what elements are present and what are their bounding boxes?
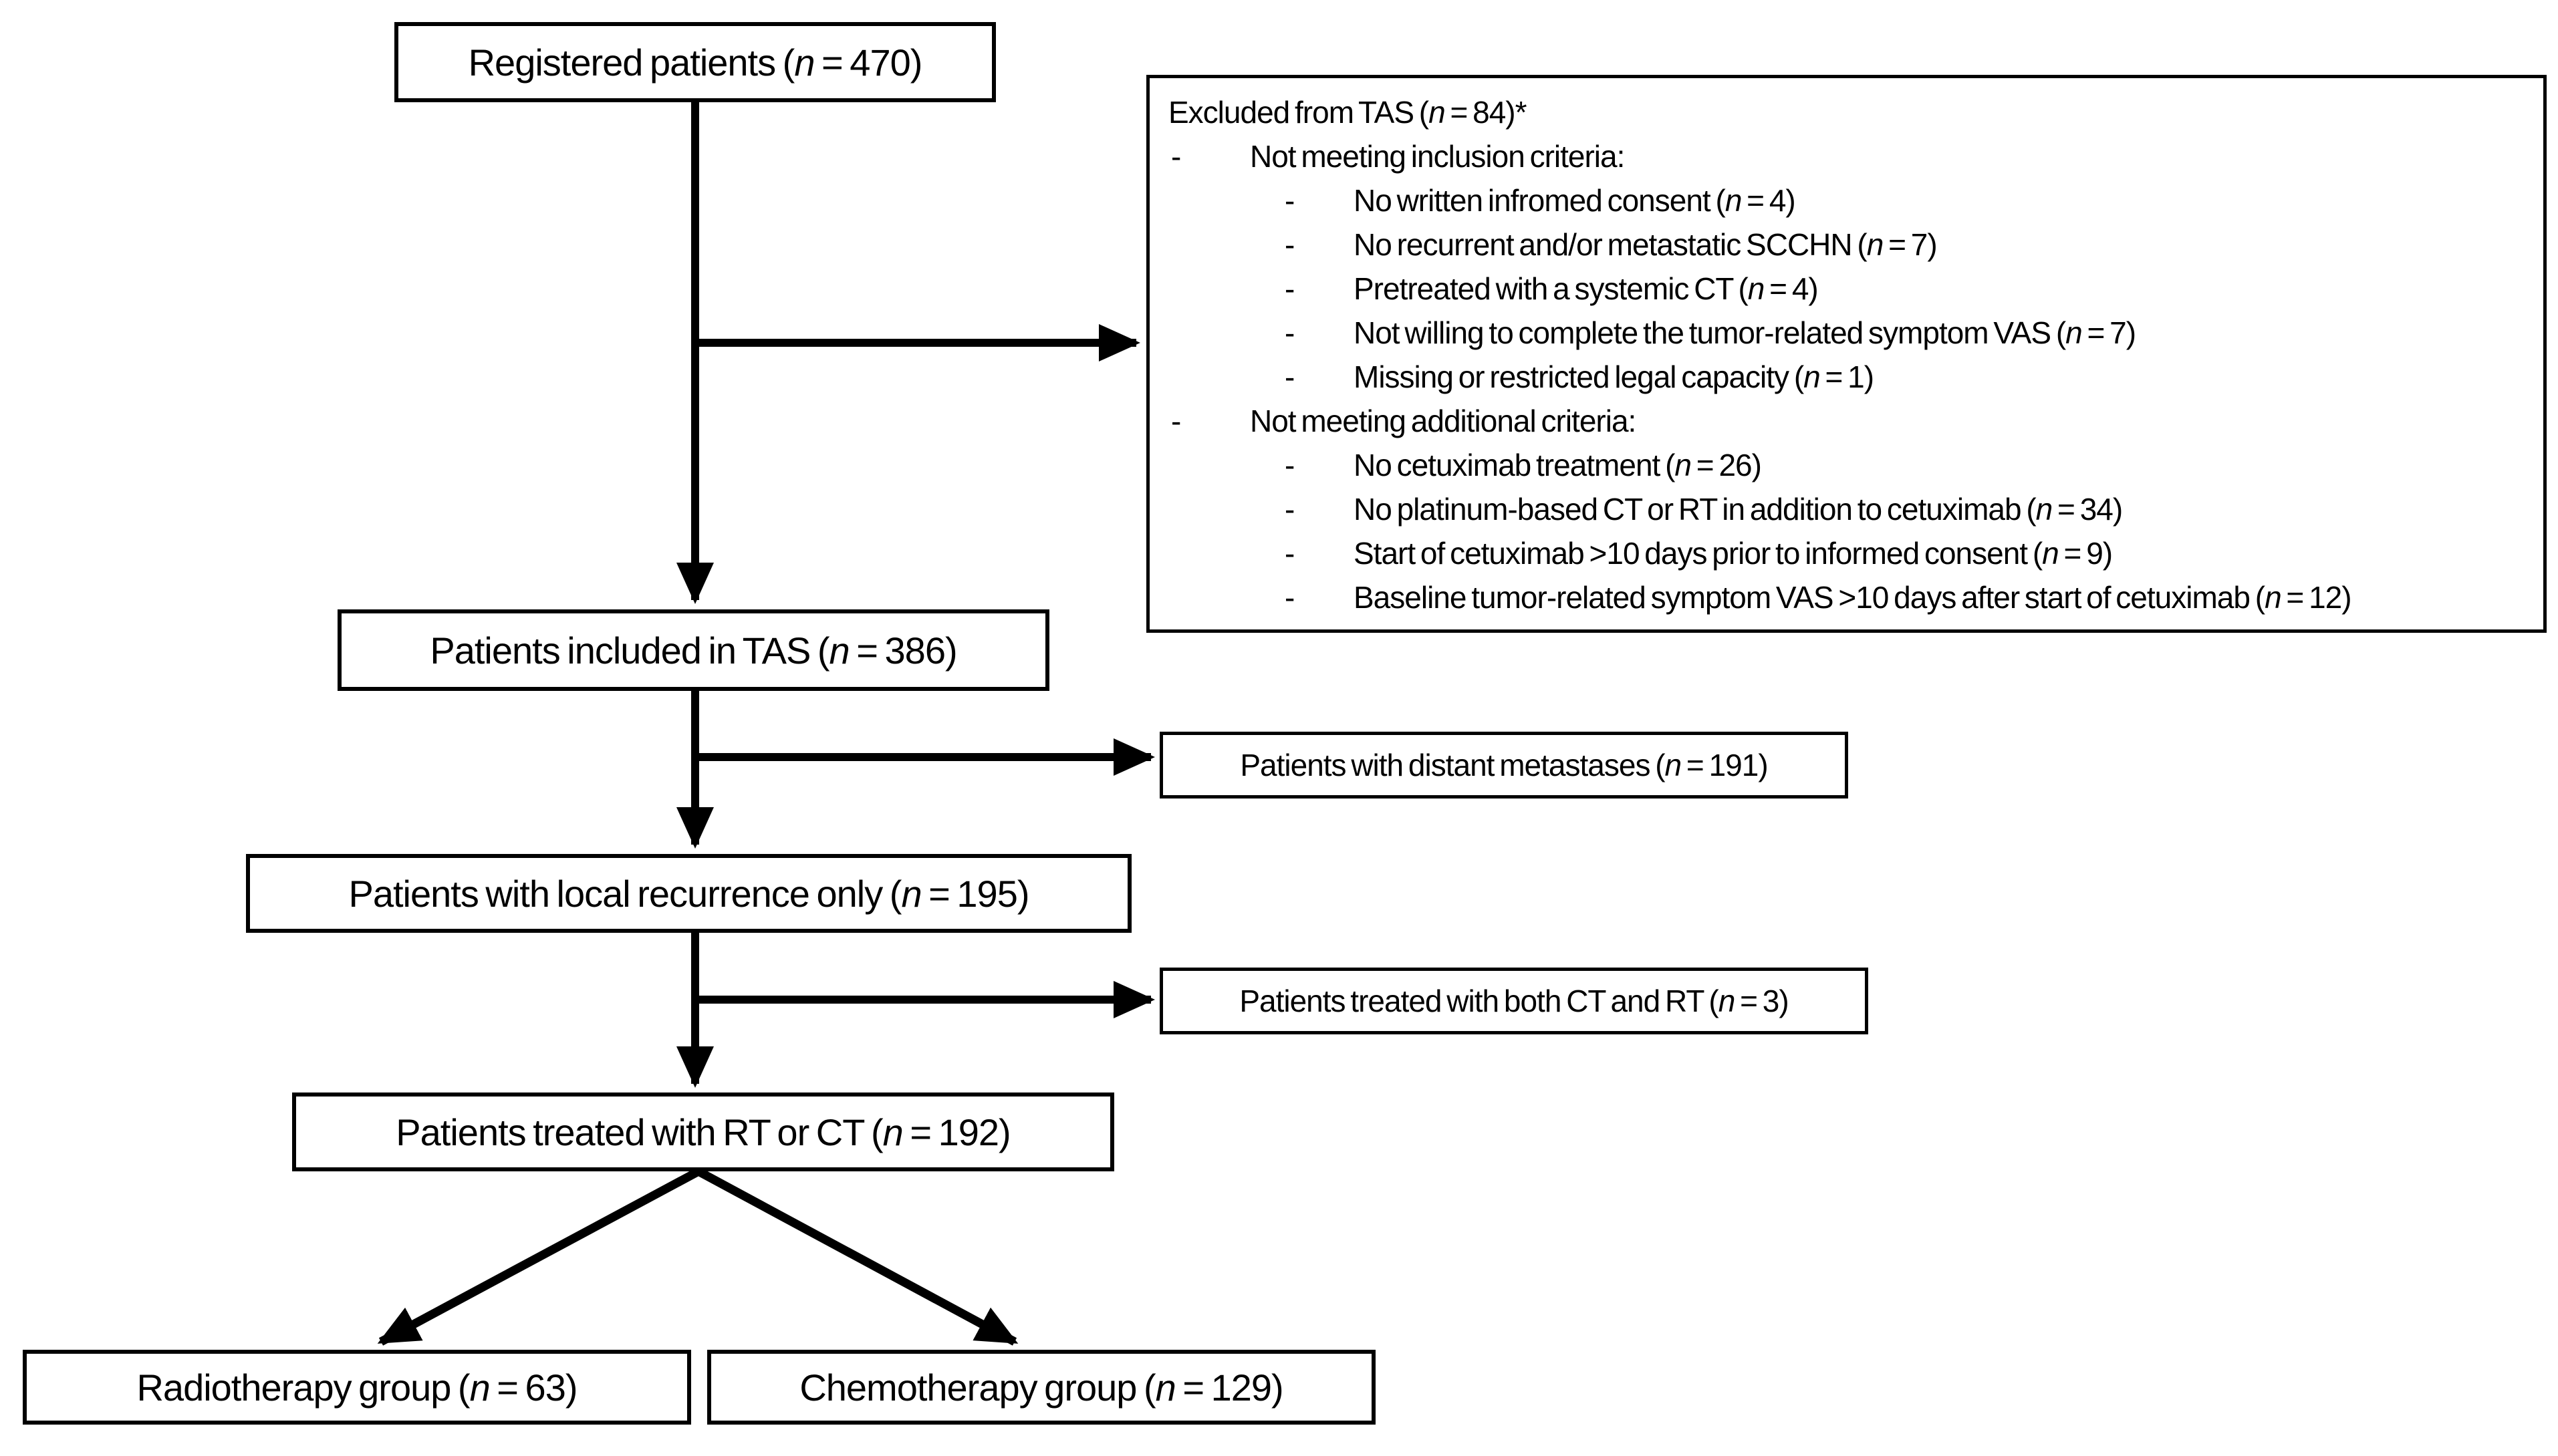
excluded-item: -No written infromed consent (n = 4) xyxy=(1150,178,2530,223)
chemotherapy-group-label: Chemotherapy group (n = 129) xyxy=(799,1366,1283,1409)
n-italic: n xyxy=(469,1366,491,1409)
excluded-item: -Not willing to complete the tumor-relat… xyxy=(1150,311,2530,355)
n-italic: n xyxy=(882,1111,904,1153)
list-dash: - xyxy=(1285,536,1295,571)
box-local-recurrence: Patients with local recurrence only (n =… xyxy=(246,854,1132,933)
excluded-item: -Not meeting inclusion criteria: xyxy=(1150,134,2530,178)
local-recurrence-label: Patients with local recurrence only (n =… xyxy=(348,872,1029,915)
n-italic: n xyxy=(1155,1366,1176,1409)
arrow-treated-to-radiotherapy xyxy=(377,1167,701,1346)
excluded-item: -Baseline tumor-related symptom VAS >10 … xyxy=(1150,575,2530,619)
list-dash: - xyxy=(1285,227,1295,262)
arrow-treated-to-chemotherapy xyxy=(696,1167,1019,1346)
box-both-ct-rt: Patients treated with both CT and RT (n … xyxy=(1160,968,1868,1034)
box-distant-metastases: Patients with distant metastases (n = 19… xyxy=(1160,732,1848,798)
list-dash: - xyxy=(1285,448,1295,482)
list-dash: - xyxy=(1171,404,1181,438)
list-dash: - xyxy=(1285,580,1295,615)
list-dash: - xyxy=(1285,315,1295,350)
n-italic: n xyxy=(1428,95,1446,130)
treated-rt-ct-label: Patients treated with RT or CT (n = 192) xyxy=(396,1111,1011,1153)
distant-metastases-label: Patients with distant metastases (n = 19… xyxy=(1240,748,1768,782)
list-dash: - xyxy=(1285,359,1295,394)
list-dash: - xyxy=(1285,271,1295,306)
excluded-title: Excluded from TAS (n = 84)* xyxy=(1168,95,1527,130)
excluded-item: -Start of cetuximab >10 days prior to in… xyxy=(1150,531,2530,575)
box-chemotherapy-group: Chemotherapy group (n = 129) xyxy=(707,1350,1376,1425)
registered-patients-label: Registered patients (n = 470) xyxy=(468,41,923,84)
n-italic: n xyxy=(794,41,815,84)
excluded-item: -No platinum-based CT or RT in addition … xyxy=(1150,487,2530,531)
excluded-item: -Not meeting additional criteria: xyxy=(1150,399,2530,443)
box-registered-patients: Registered patients (n = 470) xyxy=(394,22,996,102)
n-italic: n xyxy=(829,629,850,672)
box-included-tas: Patients included in TAS (n = 386) xyxy=(338,609,1049,691)
both-ct-rt-label: Patients treated with both CT and RT (n … xyxy=(1239,984,1789,1018)
excluded-item: -Pretreated with a systemic CT (n = 4) xyxy=(1150,267,2530,311)
excluded-item: -No recurrent and/or metastatic SCCHN (n… xyxy=(1150,223,2530,267)
box-treated-rt-ct: Patients treated with RT or CT (n = 192) xyxy=(292,1093,1114,1171)
box-radiotherapy-group: Radiotherapy group (n = 63) xyxy=(23,1350,691,1425)
excluded-item: -No cetuximab treatment (n = 26) xyxy=(1150,443,2530,487)
list-dash: - xyxy=(1285,183,1295,218)
n-italic: n xyxy=(901,872,922,915)
list-dash: - xyxy=(1171,139,1181,174)
included-tas-label: Patients included in TAS (n = 386) xyxy=(430,629,957,672)
box-excluded: Excluded from TAS (n = 84)* -Not meeting… xyxy=(1146,75,2547,633)
list-dash: - xyxy=(1285,492,1295,527)
radiotherapy-group-label: Radiotherapy group (n = 63) xyxy=(136,1366,578,1409)
excluded-item: -Missing or restricted legal capacity (n… xyxy=(1150,355,2530,399)
n-italic: n xyxy=(1664,748,1682,782)
n-italic: n xyxy=(1718,984,1736,1018)
